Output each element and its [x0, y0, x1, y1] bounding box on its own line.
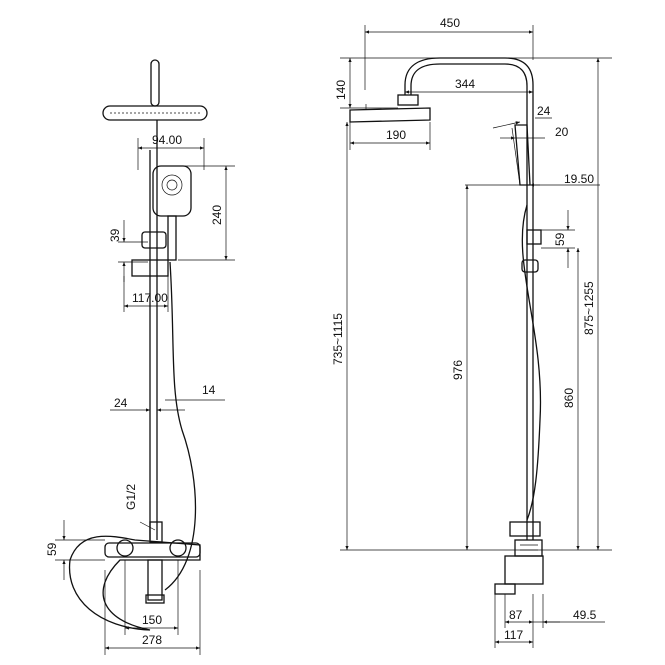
- dim-holder-offset: 39: [108, 228, 122, 242]
- shower-hose: [164, 261, 197, 591]
- dim-handle-angle-top: 24: [537, 104, 551, 118]
- dim-pipe-height: 976: [451, 360, 465, 380]
- front-view: 94.00 240 39 117.00 24 14 G1/2 59: [45, 59, 235, 655]
- label-inlet-thread: G1/2: [124, 484, 138, 510]
- dim-holder-max-height: 860: [562, 388, 576, 408]
- dim-holder-height: 59: [553, 232, 567, 246]
- hand-shower: [141, 165, 192, 261]
- dim-arm-reach: 344: [455, 77, 475, 91]
- dim-inlet-spacing: 150: [142, 613, 162, 627]
- dim-mixer-depth: 117: [504, 628, 523, 642]
- dim-head-offset: 140: [334, 80, 348, 100]
- dim-total-height-range: 735~1115: [331, 313, 345, 365]
- holder-side: [526, 229, 542, 245]
- shower-arm: [404, 57, 534, 540]
- dim-bracket-width: 117.00: [132, 291, 168, 305]
- bath-mixer: [68, 521, 201, 631]
- mixer-side: [494, 521, 544, 595]
- dim-head-width: 94.00: [152, 133, 182, 147]
- dim-mixer-height: 59: [45, 542, 59, 556]
- dim-arm-width: 450: [440, 16, 460, 30]
- slider-bracket: [131, 259, 169, 277]
- dim-pipe-diameter-outer: 14: [202, 383, 216, 397]
- dim-pipe-diameter-inner: 24: [114, 396, 128, 410]
- hand-shower-side: [514, 124, 531, 186]
- side-view: 450 344 140 190 24 20 19.50 59: [331, 16, 612, 648]
- dim-slider-range: 875~1255: [582, 281, 596, 335]
- dim-holder-depth: 19.50: [564, 172, 594, 186]
- dim-mixer-width: 278: [142, 633, 162, 647]
- hose-side: [521, 204, 542, 521]
- dim-hand-shower-height: 240: [210, 205, 224, 225]
- dim-head-diameter: 190: [386, 128, 406, 142]
- rain-head-side: [349, 107, 431, 123]
- dim-handle-offset: 20: [555, 125, 569, 139]
- dim-spout-projection: 87: [509, 608, 523, 622]
- rain-shower-head: [102, 59, 208, 121]
- dim-wall-offset: 49.5: [573, 608, 597, 622]
